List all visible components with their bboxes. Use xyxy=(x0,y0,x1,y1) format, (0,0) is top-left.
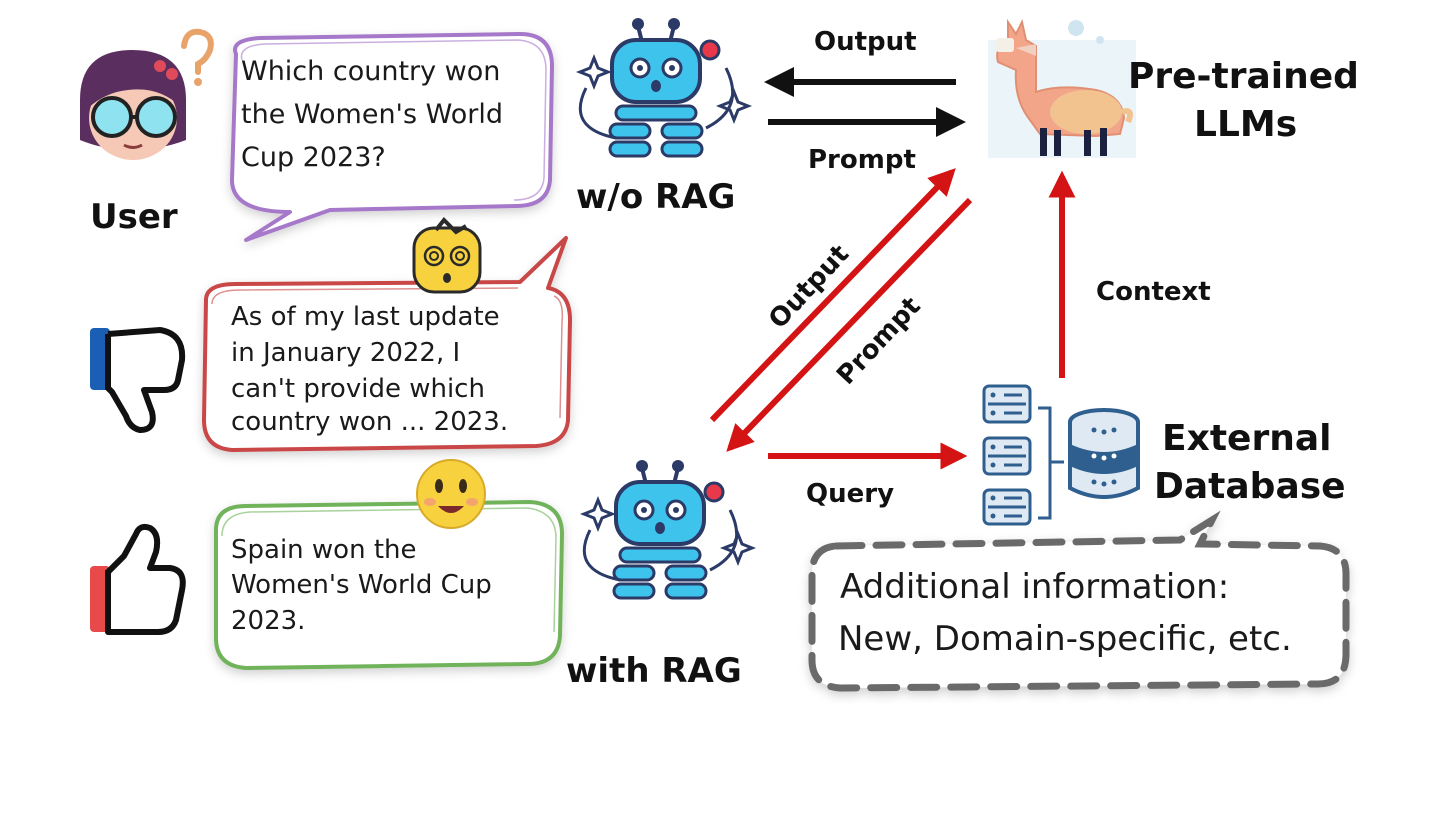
db-label-line-1: External xyxy=(1162,418,1331,459)
additional-info-note: Additional information: New, Domain-spec… xyxy=(808,510,1350,692)
database-icon xyxy=(1068,408,1140,499)
dizzy-emoji-icon xyxy=(412,217,482,294)
db-label-line-2: Database xyxy=(1154,466,1346,507)
good-answer-line-1: Spain won the xyxy=(231,535,417,565)
llama-icon xyxy=(988,18,1136,158)
llm-label-line-1: Pre-trained xyxy=(1128,56,1359,97)
arrow-context-label: Context xyxy=(1096,277,1211,307)
question-line-2: the Women's World xyxy=(241,99,503,130)
llm-label-line-2: LLMs xyxy=(1194,104,1297,145)
arrow-prompt-top-label: Prompt xyxy=(808,145,916,175)
user-label: User xyxy=(90,197,178,237)
arrow-prompt-diagonal-label: Prompt xyxy=(831,291,927,390)
question-line-1: Which country won xyxy=(241,56,500,87)
good-answer-line-2: Women's World Cup xyxy=(231,570,492,600)
question-mark-icon xyxy=(181,28,214,86)
bad-answer-line-3: can't provide which xyxy=(231,374,485,404)
server-icon xyxy=(982,384,1064,526)
note-line-1: Additional information: xyxy=(840,567,1229,607)
arrow-output-top-label: Output xyxy=(814,27,917,57)
bad-answer-bubble: As of my last update in January 2022, I … xyxy=(202,236,572,452)
without-rag-label: w/o RAG xyxy=(576,177,735,217)
thumbs-down-icon xyxy=(90,327,186,433)
smile-emoji-icon xyxy=(416,459,486,529)
with-rag-label: with RAG xyxy=(566,651,742,691)
thumbs-up-icon xyxy=(90,523,186,635)
robot-icon xyxy=(579,460,757,600)
arrow-query-label: Query xyxy=(806,479,894,509)
robot-icon xyxy=(575,18,753,158)
question-line-3: Cup 2023? xyxy=(241,142,386,173)
arrow-prompt-diagonal xyxy=(726,197,973,452)
bad-answer-line-2: in January 2022, I xyxy=(231,338,460,368)
note-line-2: New, Domain-specific, etc. xyxy=(838,619,1292,659)
user-avatar-icon xyxy=(80,50,186,160)
arrow-output-diagonal xyxy=(709,168,956,423)
good-answer-bubble: Spain won the Women's World Cup 2023. xyxy=(214,500,564,670)
bad-answer-line-4: country won ... 2023. xyxy=(231,407,508,437)
good-answer-line-3: 2023. xyxy=(231,606,305,636)
bad-answer-line-1: As of my last update xyxy=(231,302,500,332)
question-bubble: Which country won the Women's World Cup … xyxy=(230,32,554,242)
